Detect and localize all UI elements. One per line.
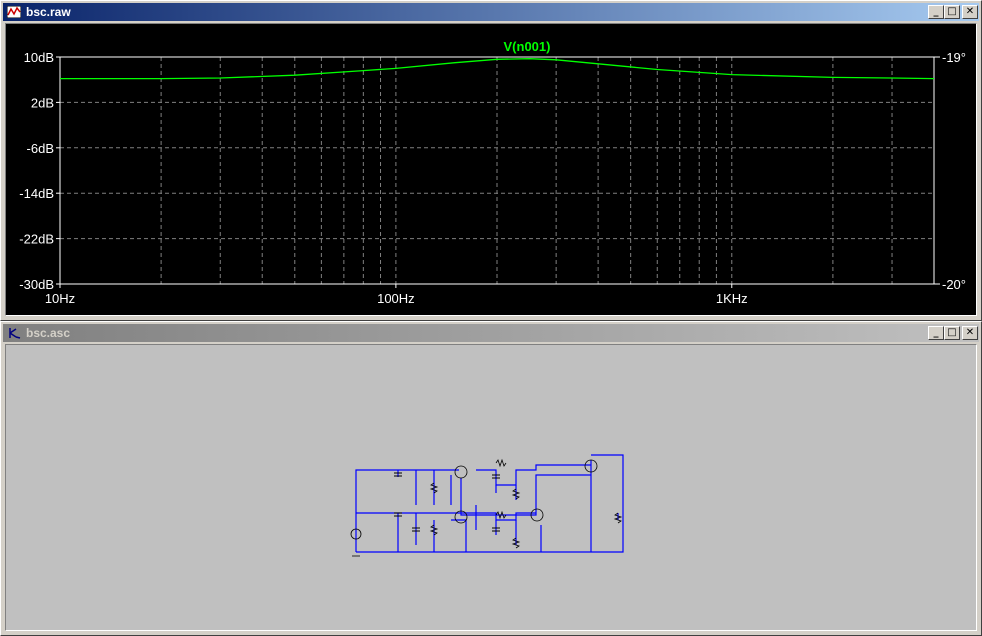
x-tick-label: 1KHz [716,291,748,306]
x-tick-label: 100Hz [377,291,415,306]
right-tick-label: -20° [942,277,966,292]
minimize-button[interactable]: _ [928,326,944,340]
y-tick-label: -22dB [19,232,54,247]
waveform-icon [6,5,22,19]
schematic-window: bsc.asc _ □ ✕ [0,321,982,636]
maximize-button[interactable]: □ [944,5,960,19]
schematic-drawing[interactable] [6,345,977,631]
right-tick-label: -19° [942,50,966,65]
resistor-symbols [429,458,623,549]
plot-frame [59,56,935,285]
plot-window-title: bsc.raw [26,5,71,19]
transistor-symbols [454,459,598,524]
schematic-window-title: bsc.asc [26,326,71,340]
close-button[interactable]: ✕ [962,5,978,19]
schematic-window-titlebar[interactable]: bsc.asc _ □ ✕ [3,324,979,342]
capacitor-symbols [394,472,500,532]
minimize-button[interactable]: _ [928,5,944,19]
x-tick-label: 10Hz [45,291,75,306]
trace-title: V(n001) [504,39,551,54]
circuit-wires [355,454,624,553]
voltage-source-symbol [350,528,362,557]
close-button[interactable]: ✕ [962,326,978,340]
maximize-button[interactable]: □ [944,326,960,340]
trace-line [60,58,935,80]
y-tick-label: -30dB [19,277,54,292]
schematic-canvas[interactable] [5,344,977,631]
plot-window: bsc.raw _ □ ✕ 10dB 2dB -6dB -14dB -22dB -30dB… [0,0,982,321]
y-tick-label: 10dB [24,50,54,65]
schematic-icon [6,326,22,340]
y-tick-label: -6dB [27,141,54,156]
plot-window-titlebar[interactable]: bsc.raw _ □ ✕ [3,3,979,21]
y-tick-label: 2dB [31,95,54,110]
y-tick-label: -14dB [19,186,54,201]
